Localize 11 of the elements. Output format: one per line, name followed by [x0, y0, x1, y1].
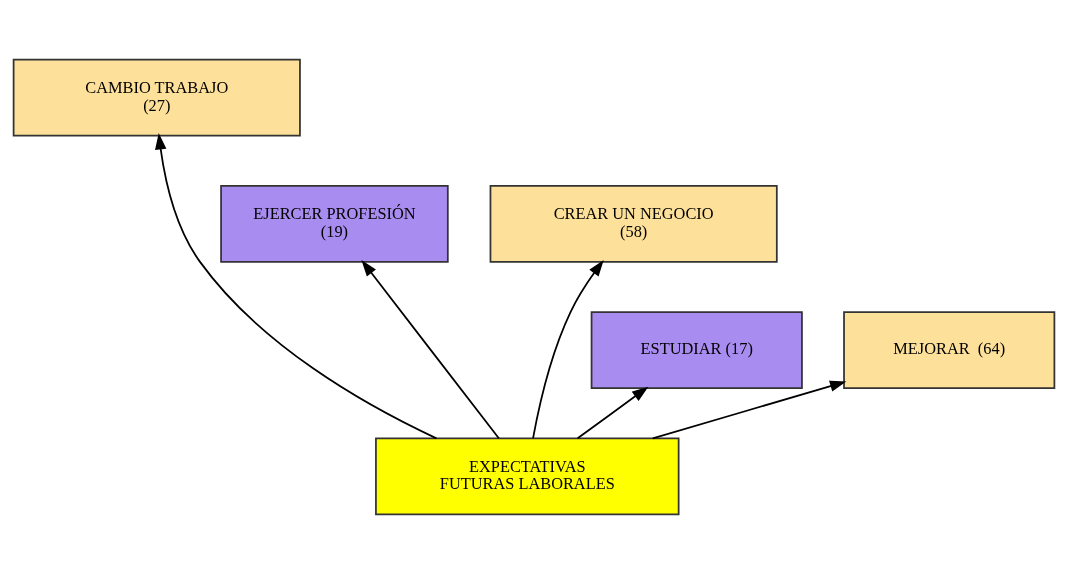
node-box: CREAR UN NEGOCIO (58) [489, 185, 778, 263]
arrow [155, 133, 438, 440]
arrow [361, 260, 500, 440]
node-box: EXPECTATIVAS FUTURAS LABORALES [375, 437, 680, 516]
arrow [532, 260, 604, 440]
node-box: CAMBIO TRABAJO (27) [12, 58, 301, 137]
arrow [651, 380, 847, 440]
node-box: MEJORAR (64) [843, 311, 1056, 389]
node-box: ESTUDIAR (17) [590, 311, 803, 389]
arrow [576, 386, 649, 440]
node-box: EJERCER PROFESIÓN (19) [220, 185, 449, 263]
